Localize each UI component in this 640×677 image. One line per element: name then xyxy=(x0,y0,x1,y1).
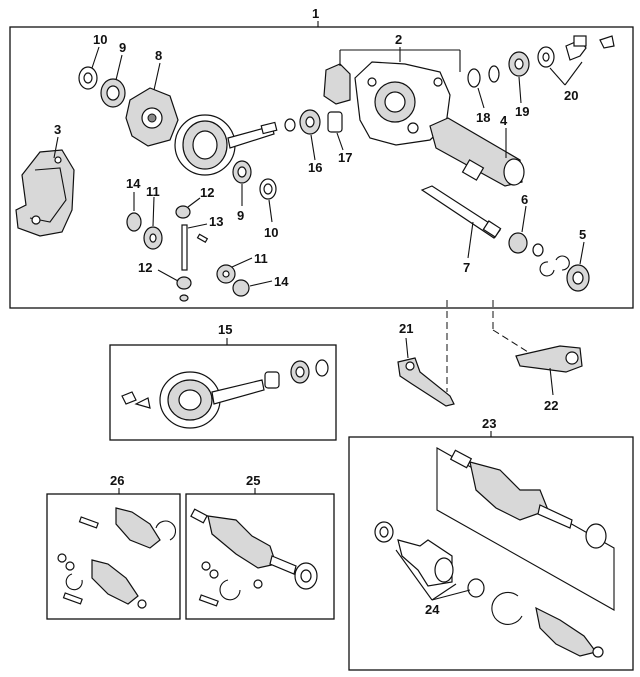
callout-14b: 14 xyxy=(274,274,289,289)
part-9-bearing[interactable] xyxy=(100,78,126,108)
part-11-side-gear-lower[interactable] xyxy=(216,264,236,284)
part-21-steering-arm[interactable] xyxy=(397,357,455,407)
part-14-thrust-washer-lower[interactable] xyxy=(232,279,250,297)
part-10-seal-lower[interactable] xyxy=(259,178,277,200)
part-9-bearing-lower[interactable] xyxy=(232,160,252,184)
callout-16: 16 xyxy=(308,160,322,175)
part-4-axle-tube[interactable] xyxy=(429,117,525,187)
callout-15: 15 xyxy=(218,322,232,337)
part-26-boot-kit[interactable] xyxy=(57,507,177,609)
part-13-shaft[interactable] xyxy=(181,224,209,271)
callout-20: 20 xyxy=(564,88,578,103)
callout-10b: 10 xyxy=(264,225,278,240)
part-22-arm-bracket[interactable] xyxy=(515,345,583,373)
ring-pinion-set-box xyxy=(109,344,337,441)
boot-kit-box-26 xyxy=(46,493,181,620)
part-10-seal[interactable] xyxy=(78,66,98,90)
callout-7: 7 xyxy=(463,260,470,275)
washer[interactable] xyxy=(284,118,296,132)
callout-5: 5 xyxy=(579,227,586,242)
ring-and-pinion-gear[interactable] xyxy=(174,114,278,176)
part-24-boot-kit[interactable] xyxy=(374,521,604,658)
part-18-seal[interactable] xyxy=(467,65,500,88)
callout-12b: 12 xyxy=(138,260,152,275)
part-8-differential-case[interactable] xyxy=(125,87,179,147)
callout-10a: 10 xyxy=(93,32,107,47)
part-5-seal[interactable] xyxy=(566,264,590,292)
part-11-side-gear[interactable] xyxy=(143,226,163,250)
part-12-pinion-gear[interactable] xyxy=(175,205,191,219)
callout-2: 2 xyxy=(395,32,402,47)
callout-14a: 14 xyxy=(126,176,141,191)
part-23-drive-shaft-assembly[interactable] xyxy=(449,449,607,549)
part-3-cover[interactable] xyxy=(15,149,75,237)
part-20-seal-flange[interactable] xyxy=(537,35,615,68)
callout-26: 26 xyxy=(110,473,124,488)
callout-25: 25 xyxy=(246,473,260,488)
callout-19: 19 xyxy=(515,104,529,119)
callout-6: 6 xyxy=(521,192,528,207)
callout-1: 1 xyxy=(312,6,319,21)
callout-21: 21 xyxy=(399,321,413,336)
part-15-ring-pinion-set[interactable] xyxy=(121,359,329,429)
part-7-inner-shaft[interactable] xyxy=(420,185,502,239)
part-12-pinion-gear-lower[interactable] xyxy=(176,276,192,302)
main-assembly-box xyxy=(9,26,634,309)
callout-18: 18 xyxy=(476,110,490,125)
callout-9b: 9 xyxy=(237,208,244,223)
part-2-differential-housing[interactable] xyxy=(323,61,451,146)
callout-4: 4 xyxy=(500,113,508,128)
callout-13: 13 xyxy=(209,214,223,229)
callout-23: 23 xyxy=(482,416,496,431)
part-17-spacer[interactable] xyxy=(327,111,343,133)
callout-8: 8 xyxy=(155,48,162,63)
callout-9a: 9 xyxy=(119,40,126,55)
part-16-bearing[interactable] xyxy=(299,109,321,135)
callout-3: 3 xyxy=(54,122,61,137)
callout-17: 17 xyxy=(338,150,352,165)
part-14-thrust-washer[interactable] xyxy=(126,212,142,232)
callout-11b: 11 xyxy=(254,251,268,266)
part-6-bearing[interactable] xyxy=(508,232,570,277)
callout-11a: 11 xyxy=(146,184,160,199)
part-19-bearing[interactable] xyxy=(508,51,530,77)
callout-22: 22 xyxy=(544,398,558,413)
callout-24: 24 xyxy=(425,602,440,617)
callout-12a: 12 xyxy=(200,185,214,200)
drive-shaft-box-25 xyxy=(185,493,335,620)
part-25-drive-shaft-assembly[interactable] xyxy=(190,508,318,607)
